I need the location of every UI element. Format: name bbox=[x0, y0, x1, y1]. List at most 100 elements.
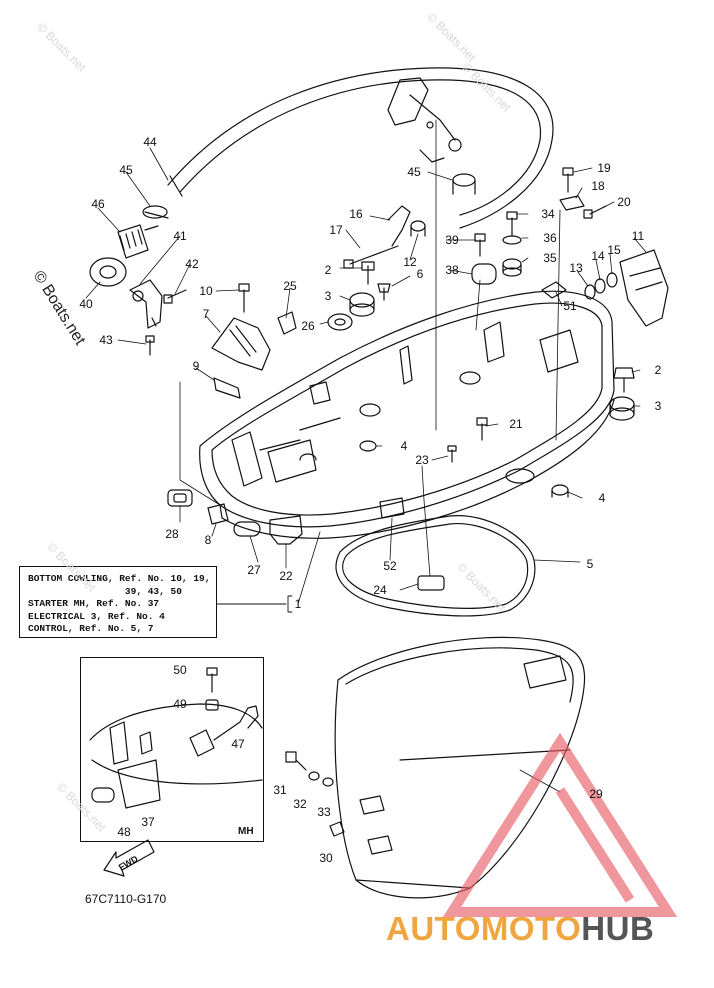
inset-tray bbox=[89, 703, 263, 785]
callout-35: 35 bbox=[543, 251, 557, 265]
note-line: ELECTRICAL 3, Ref. No. 4 bbox=[28, 610, 165, 622]
part-13-seal bbox=[584, 284, 596, 300]
callout-11: 11 bbox=[631, 229, 645, 243]
part-51-label bbox=[541, 281, 567, 299]
callout-10: 10 bbox=[199, 284, 213, 298]
part-47-starter bbox=[189, 705, 259, 757]
callout-29: 29 bbox=[589, 787, 603, 801]
brand-part-2: HUB bbox=[581, 910, 655, 947]
callout-49: 49 bbox=[173, 697, 187, 711]
part-42-bolt bbox=[163, 289, 187, 304]
part-25-clip bbox=[277, 311, 297, 335]
callout-43: 43 bbox=[99, 333, 113, 347]
callout-21: 21 bbox=[509, 417, 523, 431]
part-2-bolt bbox=[361, 261, 375, 285]
callout-20: 20 bbox=[617, 195, 631, 209]
part-38-grommet bbox=[471, 263, 497, 285]
part-29-top-cowling bbox=[334, 636, 586, 899]
callout-4: 4 bbox=[400, 439, 408, 453]
callout-38: 38 bbox=[445, 263, 459, 277]
part-17-bolt bbox=[343, 245, 399, 269]
callout-51: 51 bbox=[563, 299, 577, 313]
inset-label: MH bbox=[238, 826, 254, 837]
callout-15: 15 bbox=[607, 243, 621, 257]
part-35-grommet bbox=[502, 258, 522, 277]
callout-33: 33 bbox=[317, 805, 331, 819]
callout-22: 22 bbox=[279, 569, 293, 583]
callout-31: 31 bbox=[273, 783, 287, 797]
note-line: CONTROL, Ref. No. 5, 7 bbox=[28, 623, 154, 634]
part-18-plate bbox=[559, 195, 585, 211]
callout-bracket-ref: 1 bbox=[294, 597, 302, 611]
callout-39: 39 bbox=[445, 233, 459, 247]
part-27-grommet bbox=[233, 521, 261, 537]
part-28-grommet bbox=[167, 489, 193, 507]
part-24-pad bbox=[417, 575, 445, 591]
brand-part-1: AUTOMOTO bbox=[386, 910, 582, 947]
part-12-collar bbox=[410, 220, 426, 237]
part-52-label bbox=[379, 497, 405, 519]
brand-wordmark: AUTOMOTOHUB bbox=[386, 910, 654, 948]
callout-41: 41 bbox=[173, 229, 187, 243]
note-line: STARTER MH, Ref. No. 37 bbox=[28, 598, 160, 609]
reference-notes: BOTTOM COWLING, Ref. No. 10, 19, 39, 43,… bbox=[19, 566, 217, 638]
callout-19: 19 bbox=[597, 161, 611, 175]
part-41-bracket bbox=[129, 279, 163, 329]
part-21-bolt bbox=[476, 417, 488, 441]
part-10-bolt bbox=[238, 283, 250, 313]
fwd-arrow bbox=[103, 839, 155, 877]
callout-27: 27 bbox=[247, 563, 261, 577]
part-39-bolt bbox=[474, 233, 486, 257]
part-14-seal bbox=[594, 278, 606, 294]
linkage-detail bbox=[387, 77, 462, 163]
leader-lines bbox=[85, 119, 647, 793]
brand-logo bbox=[442, 732, 678, 917]
note-bracket bbox=[216, 595, 293, 613]
callout-46: 46 bbox=[91, 197, 105, 211]
part-8-clip bbox=[207, 503, 229, 525]
part-15-seal bbox=[606, 272, 618, 288]
part-48-grommet bbox=[91, 787, 115, 803]
callout-28: 28 bbox=[165, 527, 179, 541]
part-9-plate bbox=[213, 377, 241, 399]
callout-50: 50 bbox=[173, 663, 187, 677]
part-2-bolt-right bbox=[613, 367, 635, 393]
callout-18: 18 bbox=[591, 179, 605, 193]
callout-34: 34 bbox=[541, 207, 555, 221]
part-11-cover bbox=[619, 249, 669, 327]
callout-9: 9 bbox=[192, 359, 200, 373]
part-32-washer bbox=[308, 771, 320, 781]
callout-14: 14 bbox=[591, 249, 605, 263]
callout-3: 3 bbox=[654, 399, 662, 413]
callout-12: 12 bbox=[403, 255, 417, 269]
callout-25: 25 bbox=[283, 279, 297, 293]
part-22-grommet bbox=[269, 515, 303, 545]
note-line: 39, 43, 50 bbox=[28, 585, 182, 597]
cowling-latch bbox=[359, 795, 393, 855]
part-16-hook bbox=[387, 205, 411, 247]
callout-32: 32 bbox=[293, 797, 307, 811]
part-46-gear bbox=[117, 224, 159, 259]
part-49-collar bbox=[205, 699, 219, 711]
part-3-grommet bbox=[349, 292, 375, 317]
part-37-starter bbox=[117, 759, 161, 809]
callout-45: 45 bbox=[407, 165, 421, 179]
part-26-grommet bbox=[327, 313, 353, 331]
part-50-bolt bbox=[206, 667, 218, 693]
part-43-bolt bbox=[145, 335, 155, 356]
part-4-grommet-right bbox=[551, 484, 569, 498]
part-45-band bbox=[452, 173, 476, 195]
note-line: BOTTOM COWLING, Ref. No. 10, 19, bbox=[28, 573, 211, 584]
callout-5: 5 bbox=[586, 557, 594, 571]
part-34-bolt bbox=[506, 211, 518, 237]
part-1-bottom-cowling bbox=[199, 290, 615, 539]
part-23-screw bbox=[447, 445, 457, 463]
callout-36: 36 bbox=[543, 231, 557, 245]
callout-3: 3 bbox=[324, 289, 332, 303]
part-36-washer bbox=[502, 235, 522, 245]
callout-42: 42 bbox=[185, 257, 199, 271]
callout-26: 26 bbox=[301, 319, 315, 333]
callout-16: 16 bbox=[349, 207, 363, 221]
callout-40: 40 bbox=[79, 297, 93, 311]
